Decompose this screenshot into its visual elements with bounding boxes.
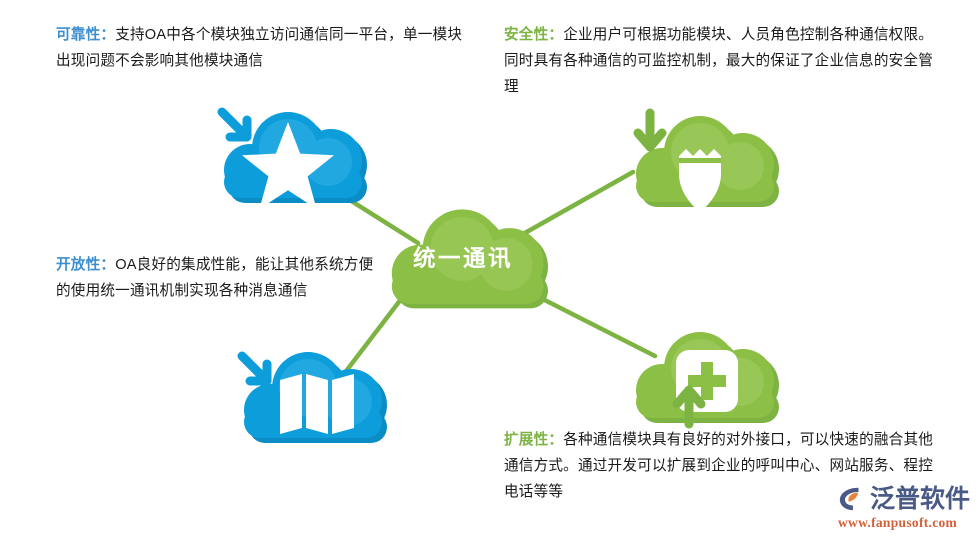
text-block-extensibility: 扩展性：各种通信模块具有良好的对外接口，可以快速的融合其他通信方式。通过开发可以…: [504, 427, 934, 505]
arrow-up-icon: [672, 385, 706, 429]
node-security[interactable]: [633, 108, 779, 212]
body-reliability: 支持OA中各个模块独立访问通信同一平台，单一模块出现问题不会影响其他模块通信: [56, 27, 463, 69]
fanpu-logo-icon: [839, 487, 859, 511]
node-center[interactable]: [391, 209, 548, 309]
lead-extensibility: 扩展性：: [504, 432, 564, 448]
brand-name: 泛普软件: [869, 485, 970, 513]
text-block-openness: 开放性：OA良好的集成性能，能让其他系统方便的使用统一通讯机制实现各种消息通信: [56, 252, 386, 304]
node-reliability[interactable]: [217, 107, 367, 209]
brand-url: www.fanpusoft.com: [838, 515, 958, 530]
text-block-reliability: 可靠性：支持OA中各个模块独立访问通信同一平台，单一模块出现问题不会影响其他模块…: [56, 22, 476, 74]
node-openness[interactable]: [237, 351, 387, 443]
body-openness: OA良好的集成性能，能让其他系统方便的使用统一通讯机制实现各种消息通信: [56, 257, 374, 299]
arrow-down-right-icon: [217, 107, 252, 142]
lead-reliability: 可靠性：: [56, 27, 116, 43]
body-extensibility: 各种通信模块具有良好的对外接口，可以快速的融合其他通信方式。通过开发可以扩展到企…: [504, 432, 934, 500]
connector-center-to-openness: [334, 287, 411, 386]
arrow-down-icon: [633, 108, 667, 152]
node-extensibility[interactable]: [636, 332, 779, 429]
text-block-security: 安全性：企业用户可根据功能模块、人员角色控制各种通信权限。同时具有各种通信的可监…: [504, 22, 934, 100]
lead-security: 安全性：: [504, 27, 564, 43]
connector-center-to-security: [513, 169, 636, 241]
map-icon: [280, 374, 354, 434]
arrow-down-right-icon-2: [237, 351, 272, 386]
brand-logo[interactable]: 泛普软件 www.fanpusoft.com: [838, 484, 970, 532]
body-security: 企业用户可根据功能模块、人员角色控制各种通信权限。同时具有各种通信的可监控机制，…: [504, 27, 934, 95]
lead-openness: 开放性：: [56, 257, 116, 273]
star-icon: [242, 122, 334, 209]
